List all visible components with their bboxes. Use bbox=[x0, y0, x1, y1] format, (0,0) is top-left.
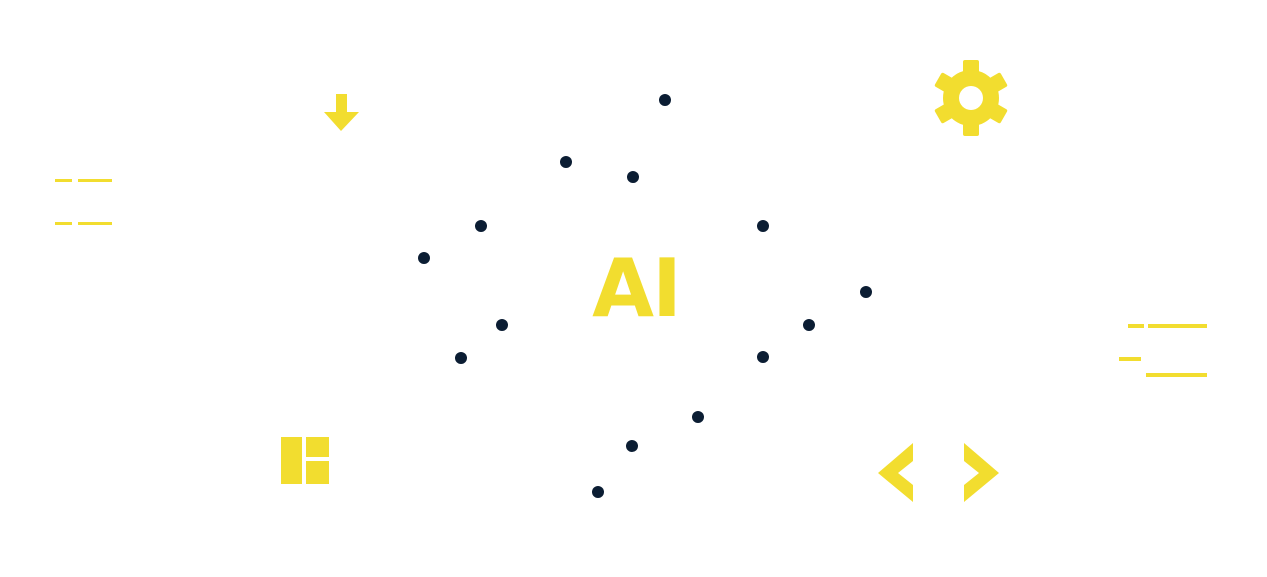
network-dot bbox=[418, 252, 430, 264]
layout-grid-icon bbox=[281, 437, 329, 484]
network-dot bbox=[455, 352, 467, 364]
network-dot bbox=[860, 286, 872, 298]
network-dot bbox=[757, 351, 769, 363]
network-dot bbox=[757, 220, 769, 232]
network-dot bbox=[592, 486, 604, 498]
network-dot bbox=[560, 156, 572, 168]
network-dot bbox=[659, 94, 671, 106]
download-arrow-icon bbox=[324, 94, 359, 131]
network-dot bbox=[626, 440, 638, 452]
network-dot bbox=[692, 411, 704, 423]
network-dot bbox=[475, 220, 487, 232]
list-lines-right-icon bbox=[1119, 324, 1207, 377]
code-brackets-icon bbox=[878, 443, 999, 502]
list-lines-left-icon bbox=[55, 179, 112, 225]
network-dot bbox=[627, 171, 639, 183]
network-dot bbox=[803, 319, 815, 331]
ai-label: AI bbox=[592, 242, 682, 335]
network-dot bbox=[496, 319, 508, 331]
gear-icon bbox=[934, 60, 1008, 136]
